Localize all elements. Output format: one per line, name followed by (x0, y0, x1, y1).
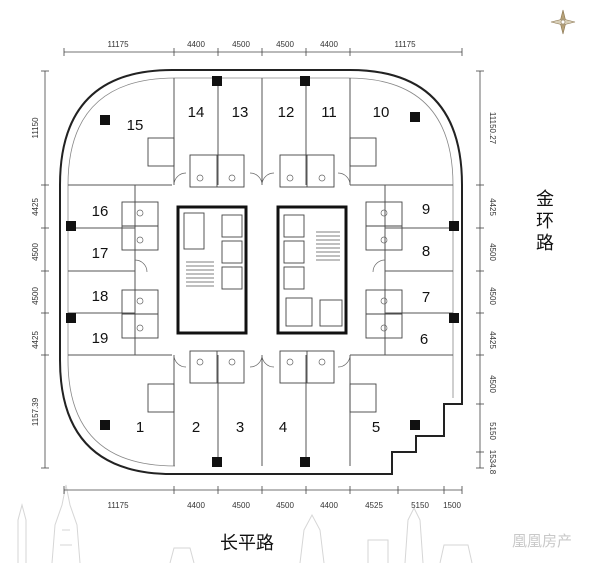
dim-left-1: 11150 (31, 117, 40, 139)
dim-top-labels: 11175 4400 4500 4500 4400 11175 (107, 40, 416, 49)
road-east-char: 金 (536, 189, 554, 210)
dim-bottom-8: 1500 (443, 501, 461, 510)
unit-label-3: 3 (236, 419, 244, 436)
unit-label-1: 1 (136, 419, 144, 436)
unit-label-18: 18 (92, 288, 109, 305)
skyline-watermark (17, 484, 473, 563)
dim-right-1: 11150.27 (488, 112, 497, 145)
dimension-lines (44, 51, 481, 491)
dim-bottom-3: 4500 (232, 501, 250, 510)
unit-label-9: 9 (422, 201, 430, 218)
road-south-label: 长平路 (220, 533, 274, 554)
building-outline (59, 69, 463, 475)
dim-bottom-6: 4525 (365, 501, 383, 510)
unit-label-5: 5 (372, 419, 380, 436)
unit-label-17: 17 (92, 245, 109, 262)
dim-bottom-2: 4400 (187, 501, 205, 510)
road-east-char: 路 (536, 233, 554, 254)
central-core (176, 205, 348, 335)
unit-label-4: 4 (279, 419, 287, 436)
dim-top-5: 4400 (320, 40, 338, 49)
dim-bottom-7: 5150 (411, 501, 429, 510)
dim-right-2: 4425 (488, 198, 497, 216)
building-inner-outline (67, 77, 454, 467)
dim-right-7: 5150 (488, 422, 497, 440)
unit-label-16: 16 (92, 203, 109, 220)
unit-label-10: 10 (373, 104, 390, 121)
dim-bottom-labels: 11175 4400 4500 4500 4400 4525 5150 1500 (107, 501, 461, 510)
dim-bottom-1: 11175 (107, 501, 129, 510)
unit-label-2: 2 (192, 419, 200, 436)
compass-icon (550, 9, 576, 35)
dim-top-3: 4500 (232, 40, 250, 49)
dim-left-4: 4500 (31, 287, 40, 305)
dimension-ticks (41, 48, 484, 494)
dim-right-4: 4500 (488, 287, 497, 305)
door-swings (134, 172, 386, 368)
unit-label-6: 6 (420, 331, 428, 348)
partition-walls (68, 78, 453, 466)
unit-label-19: 19 (92, 330, 109, 347)
dim-right-6: 4500 (488, 375, 497, 393)
dim-top-1: 11175 (107, 40, 129, 49)
dim-top-2: 4400 (187, 40, 205, 49)
dim-left-2: 4425 (31, 198, 40, 216)
dim-top-6: 11175 (394, 40, 416, 49)
unit-label-11: 11 (321, 104, 337, 121)
unit-label-7: 7 (422, 289, 430, 306)
road-east-text: 金环路 (536, 189, 554, 254)
unit-label-14: 14 (188, 104, 205, 121)
dim-right-3: 4500 (488, 243, 497, 261)
dim-left-5: 4425 (31, 331, 40, 349)
dim-top-4: 4500 (276, 40, 294, 49)
road-east-char: 环 (536, 211, 554, 232)
dim-left-labels: 11150 4425 4500 4500 4425 1157.39 (31, 117, 40, 426)
bathroom-blocks (121, 137, 403, 413)
dim-bottom-4: 4500 (276, 501, 294, 510)
structural-columns (66, 76, 459, 467)
road-east-label: 金环路 (536, 189, 554, 254)
dim-right-5: 4425 (488, 331, 497, 349)
unit-label-12: 12 (278, 104, 295, 121)
unit-label-8: 8 (422, 243, 430, 260)
unit-label-13: 13 (232, 104, 249, 121)
fixture-marks (136, 174, 388, 366)
dim-left-3: 4500 (31, 243, 40, 261)
dim-bottom-5: 4400 (320, 501, 338, 510)
unit-labels: 1 2 3 4 5 6 7 8 9 10 11 12 13 14 15 16 1… (92, 104, 431, 436)
unit-label-15: 15 (127, 117, 144, 134)
watermark-text: 凰凰房产 (512, 532, 572, 550)
dim-left-6: 1157.39 (31, 397, 40, 426)
dim-right-labels: 11150.27 4425 4500 4500 4425 4500 5150 1… (488, 112, 497, 475)
dim-right-8: 1534.8 (488, 450, 497, 475)
